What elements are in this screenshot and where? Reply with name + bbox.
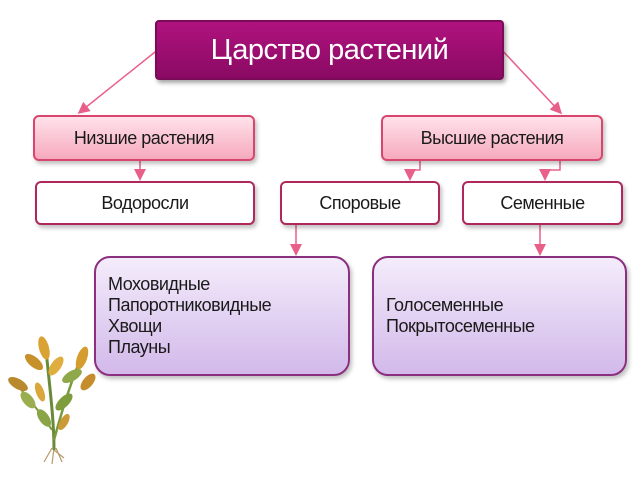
algae-label: Водоросли — [101, 192, 189, 213]
connector-root-higher — [499, 47, 563, 115]
higher-plants-label: Высшие растения — [420, 127, 564, 148]
lower-plants-label: Низшие растения — [73, 127, 215, 148]
seed-node: Семенные — [462, 181, 623, 225]
list-item: Моховидные — [108, 274, 210, 294]
algae-node: Водоросли — [35, 181, 255, 225]
seed-label: Семенные — [500, 192, 585, 213]
higher-plants-node: Высшие растения — [381, 115, 603, 161]
list-item: Голосеменные — [386, 295, 504, 315]
connector-higher-seed — [539, 161, 561, 181]
spore-label: Споровые — [319, 192, 401, 213]
connector-higher-spore — [404, 161, 421, 181]
root-node: Царство растений — [155, 20, 504, 80]
plant-illustration-icon — [8, 336, 96, 465]
seed-groups-list: Голосеменные Покрытосеменные — [386, 295, 535, 337]
spore-groups-list: Моховидные Папоротниковидные Хвощи Плаун… — [108, 274, 272, 358]
root-label: Царство растений — [210, 33, 449, 66]
list-item: Плауны — [108, 337, 171, 357]
spore-node: Споровые — [280, 181, 440, 225]
seed-groups-box: Голосеменные Покрытосеменные — [372, 256, 627, 376]
list-item: Папоротниковидные — [108, 295, 272, 315]
spore-groups-box: Моховидные Папоротниковидные Хвощи Плаун… — [94, 256, 350, 376]
connector-root-lower — [77, 47, 161, 114]
list-item: Хвощи — [108, 316, 162, 336]
lower-plants-node: Низшие растения — [33, 115, 255, 161]
list-item: Покрытосеменные — [386, 316, 535, 336]
